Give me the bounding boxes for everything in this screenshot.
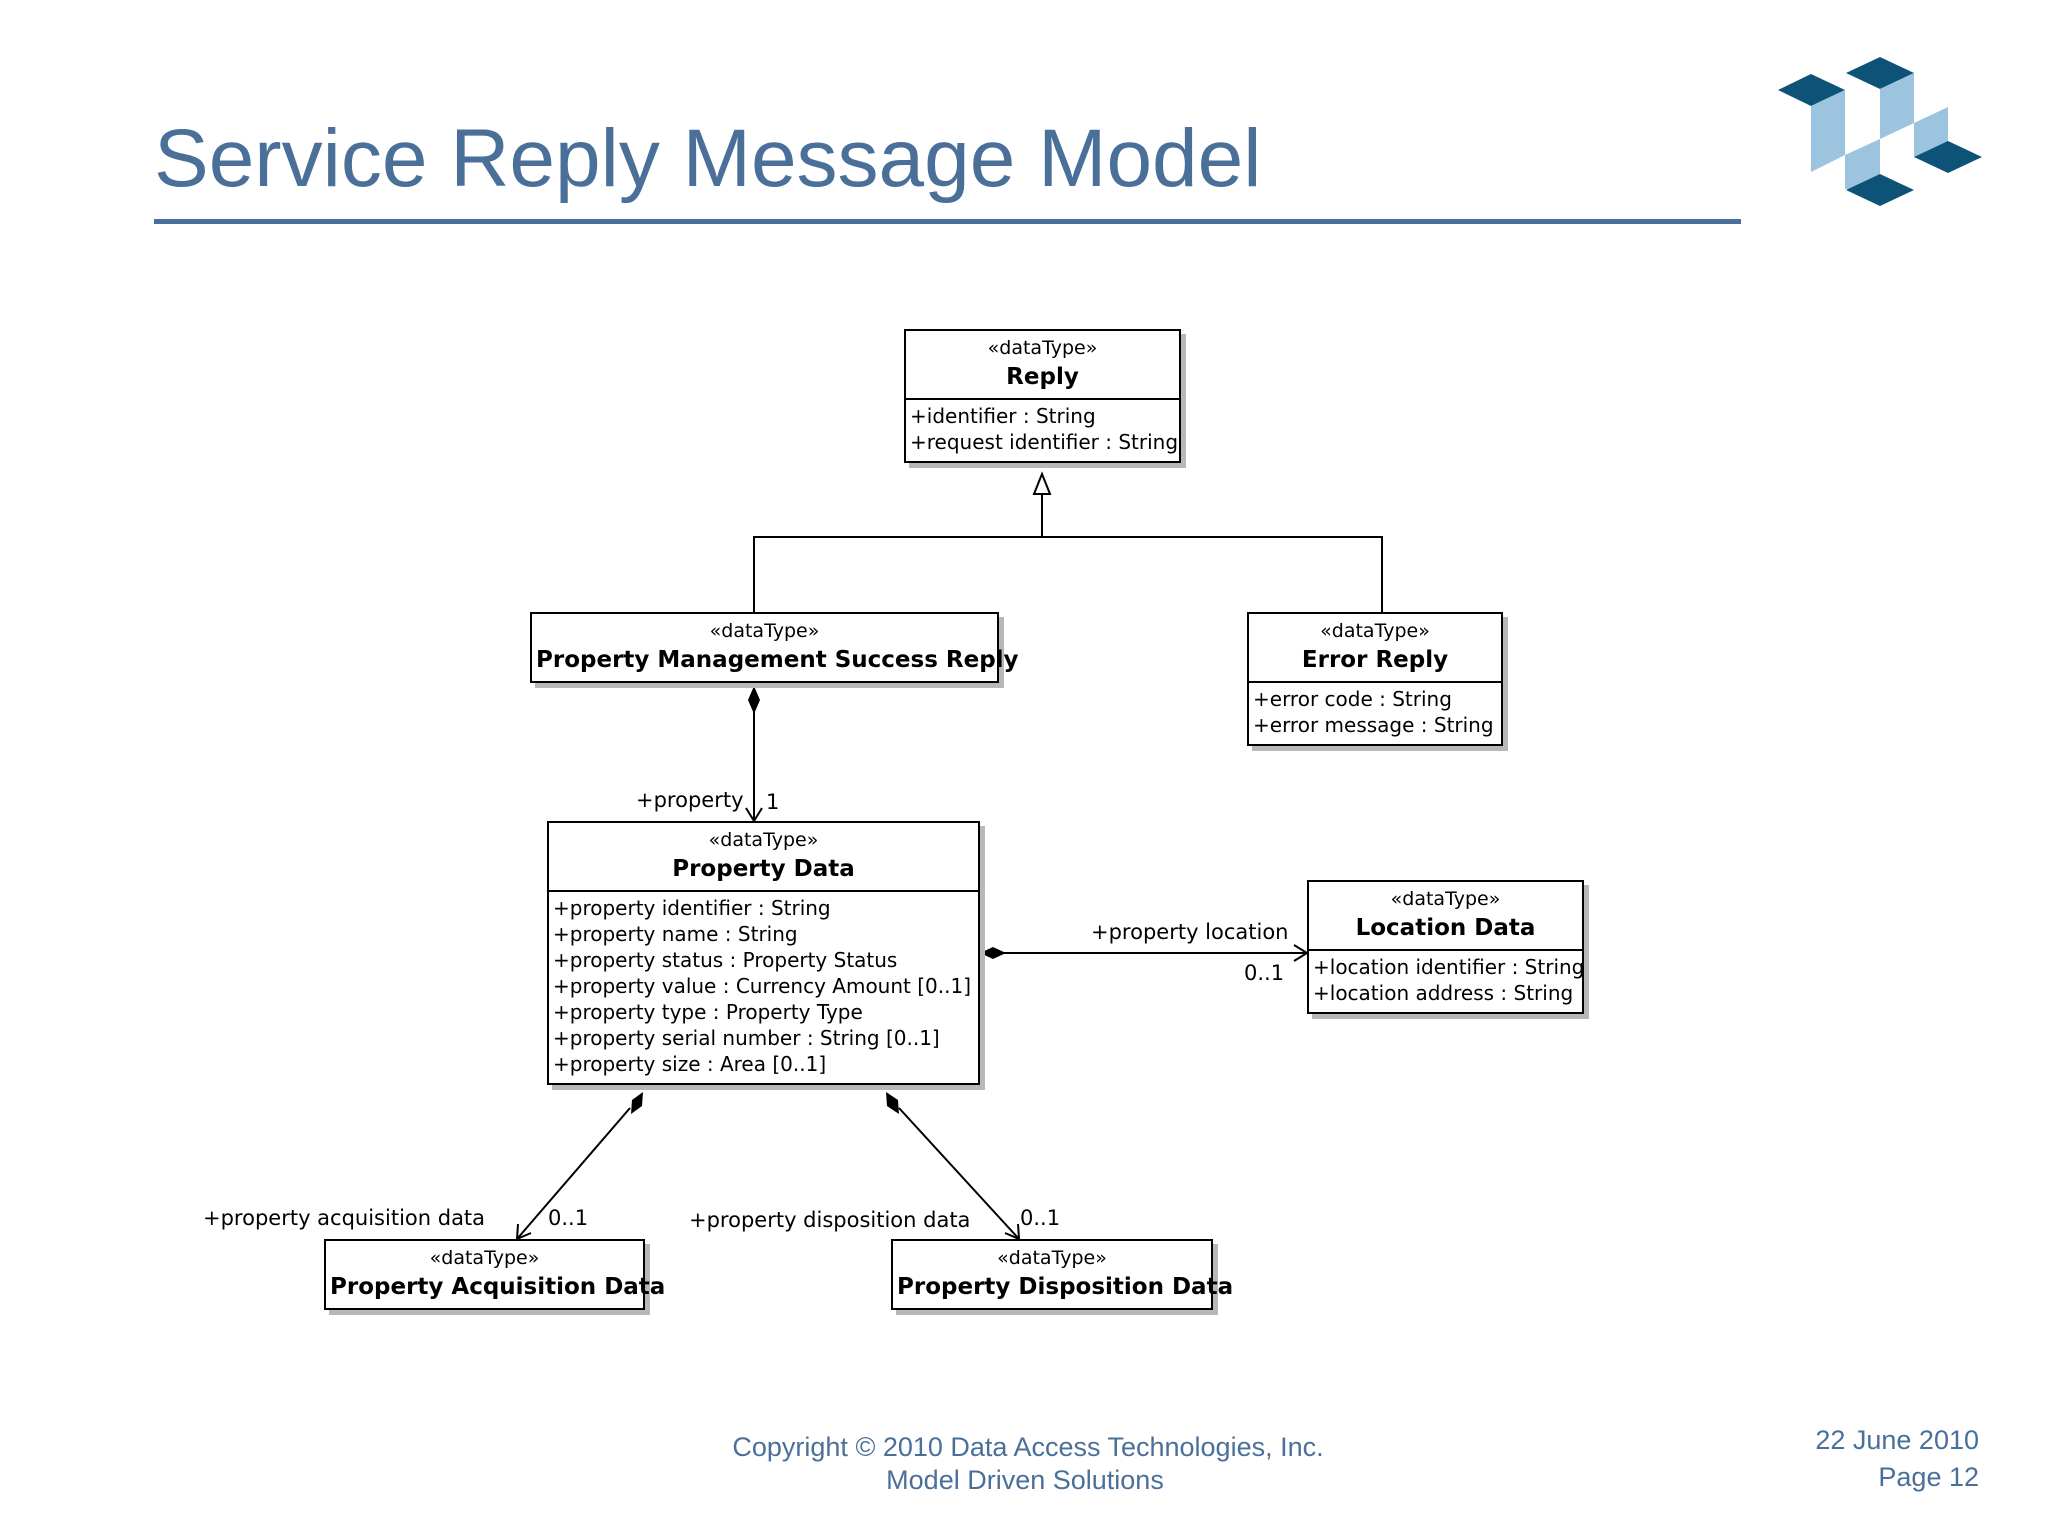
role-label-acquisition: +property acquisition data — [203, 1206, 486, 1230]
stereotype: «dataType» — [429, 1247, 540, 1269]
copyright-text: Copyright © 2010 Data Access Technologie… — [732, 1432, 1324, 1462]
attribute: +property status : Property Status — [553, 948, 898, 972]
class-name: Reply — [1006, 364, 1079, 390]
class-name: Location Data — [1355, 915, 1536, 941]
attribute: +request identifier : String — [910, 430, 1179, 454]
class-name: Property Disposition Data — [897, 1274, 1234, 1300]
class-name: Property Acquisition Data — [330, 1274, 666, 1300]
attribute: +property serial number : String [0..1] — [553, 1026, 940, 1050]
attribute: +error code : String — [1253, 687, 1452, 711]
attribute: +location identifier : String — [1313, 955, 1585, 979]
multiplicity-location: 0..1 — [1244, 961, 1285, 985]
attribute: +property value : Currency Amount [0..1] — [553, 974, 971, 998]
association-disposition — [898, 1107, 1020, 1240]
generalization-arrowhead — [1032, 471, 1052, 495]
class-property-acquisition-data[interactable]: «dataType» Property Acquisition Data — [324, 1239, 666, 1310]
stereotype: «dataType» — [708, 829, 819, 851]
stereotype: «dataType» — [709, 620, 820, 642]
title-underline — [154, 219, 1741, 224]
multiplicity-acquisition: 0..1 — [548, 1206, 589, 1230]
role-label-location: +property location — [1091, 920, 1289, 944]
attribute: +identifier : String — [910, 404, 1096, 428]
multiplicity-disposition: 0..1 — [1020, 1206, 1061, 1230]
attribute: +property identifier : String — [553, 896, 831, 920]
generalization-line — [753, 494, 1383, 612]
class-property-data[interactable]: «dataType» Property Data +property identi… — [547, 821, 980, 1085]
stereotype: «dataType» — [1390, 888, 1501, 910]
stereotype: «dataType» — [997, 1247, 1107, 1269]
class-name: Error Reply — [1301, 647, 1449, 673]
composition-diamond-disposition — [886, 1092, 899, 1114]
association-acquisition — [516, 1107, 631, 1240]
class-error-reply[interactable]: «dataType» Error Reply +error code : Stri… — [1247, 612, 1503, 746]
company-logo-icon — [1778, 57, 1982, 206]
role-label-property: +property — [636, 788, 744, 812]
class-name: Property Management Success Reply — [536, 647, 1019, 673]
role-label-disposition: +property disposition data — [689, 1208, 971, 1232]
class-property-management-success-reply[interactable]: «dataType» Property Management Success Re… — [530, 612, 1019, 683]
attribute: +property type : Property Type — [553, 1000, 863, 1024]
attribute: +property name : String — [553, 922, 798, 946]
slide-title: Service Reply Message Model — [154, 113, 1262, 204]
date-text: 22 June 2010 — [1815, 1425, 1979, 1455]
class-name: Property Data — [672, 856, 855, 882]
page-number: Page 12 — [1878, 1462, 1979, 1492]
stereotype: «dataType» — [1320, 620, 1430, 642]
class-property-disposition-data[interactable]: «dataType» Property Disposition Data — [891, 1239, 1234, 1310]
composition-diamond-acquisition — [631, 1092, 643, 1114]
composition-diamond-success — [748, 686, 760, 714]
stereotype: «dataType» — [987, 337, 1098, 359]
composition-diamond-location — [980, 947, 1006, 959]
class-location-data[interactable]: «dataType» Location Data +location identi… — [1307, 880, 1584, 1014]
tagline-text: Model Driven Solutions — [886, 1465, 1164, 1495]
attribute: +property size : Area [0..1] — [553, 1052, 827, 1076]
multiplicity-property: 1 — [766, 790, 780, 814]
attribute: +error message : String — [1253, 713, 1494, 737]
attribute: +location address : String — [1313, 981, 1574, 1005]
class-reply[interactable]: «dataType» Reply +identifier : String +re… — [904, 329, 1181, 463]
